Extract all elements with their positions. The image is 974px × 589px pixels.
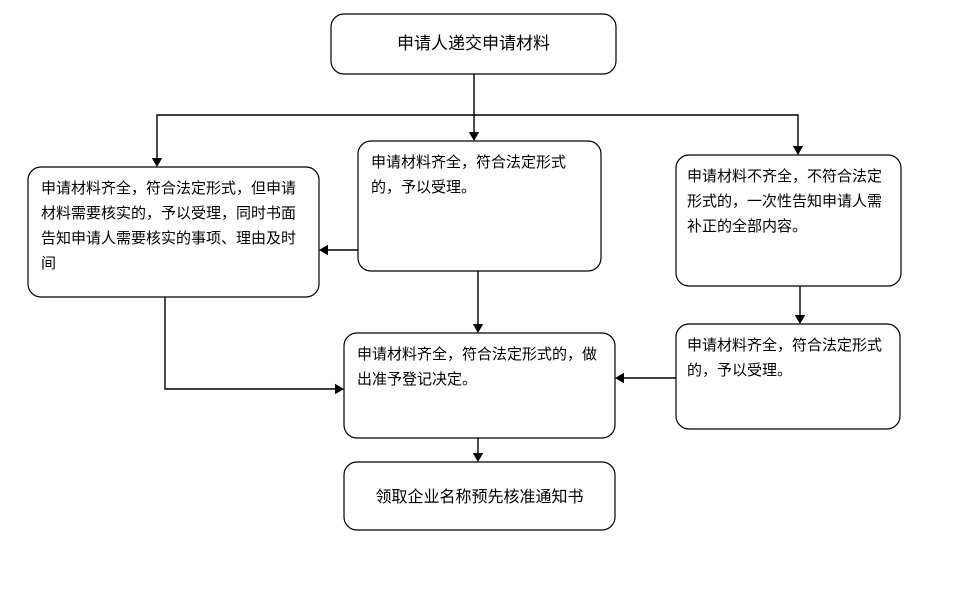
edge-bus-to-accept-verify — [156, 114, 474, 162]
node-incomplete-materials-notice[interactable] — [675, 154, 902, 287]
node-accept-complete-materials[interactable] — [357, 140, 602, 272]
edge-incomplete-to-accept-after-correction-arrowhead — [794, 315, 806, 324]
edges-layer — [151, 74, 806, 462]
node-accept-after-correction[interactable] — [675, 323, 901, 430]
edge-accept-verify-to-approve-arrowhead — [335, 383, 344, 395]
edge-bus-to-accept-verify-arrowhead — [151, 158, 163, 167]
edge-accept-complete-to-approve-arrowhead — [472, 324, 484, 333]
node-accept-with-verification[interactable] — [27, 166, 320, 298]
edge-bus-to-incomplete-arrowhead — [792, 146, 804, 155]
node-receive-name-approval-notice[interactable] — [343, 461, 616, 531]
node-submit-application[interactable] — [330, 13, 617, 75]
edge-accept-verify-to-approve — [164, 297, 339, 390]
edge-bus-to-accept-complete-arrowhead — [468, 132, 480, 141]
edge-approve-to-receive-notice-arrowhead — [472, 453, 484, 462]
edge-bus-to-incomplete — [474, 114, 799, 150]
edge-accept-complete-to-accept-verify-arrowhead — [319, 244, 328, 256]
node-approve-registration-decision[interactable] — [343, 332, 616, 439]
edge-accept-after-correction-to-approve-arrowhead — [615, 372, 624, 384]
nodes-layer — [27, 13, 902, 531]
